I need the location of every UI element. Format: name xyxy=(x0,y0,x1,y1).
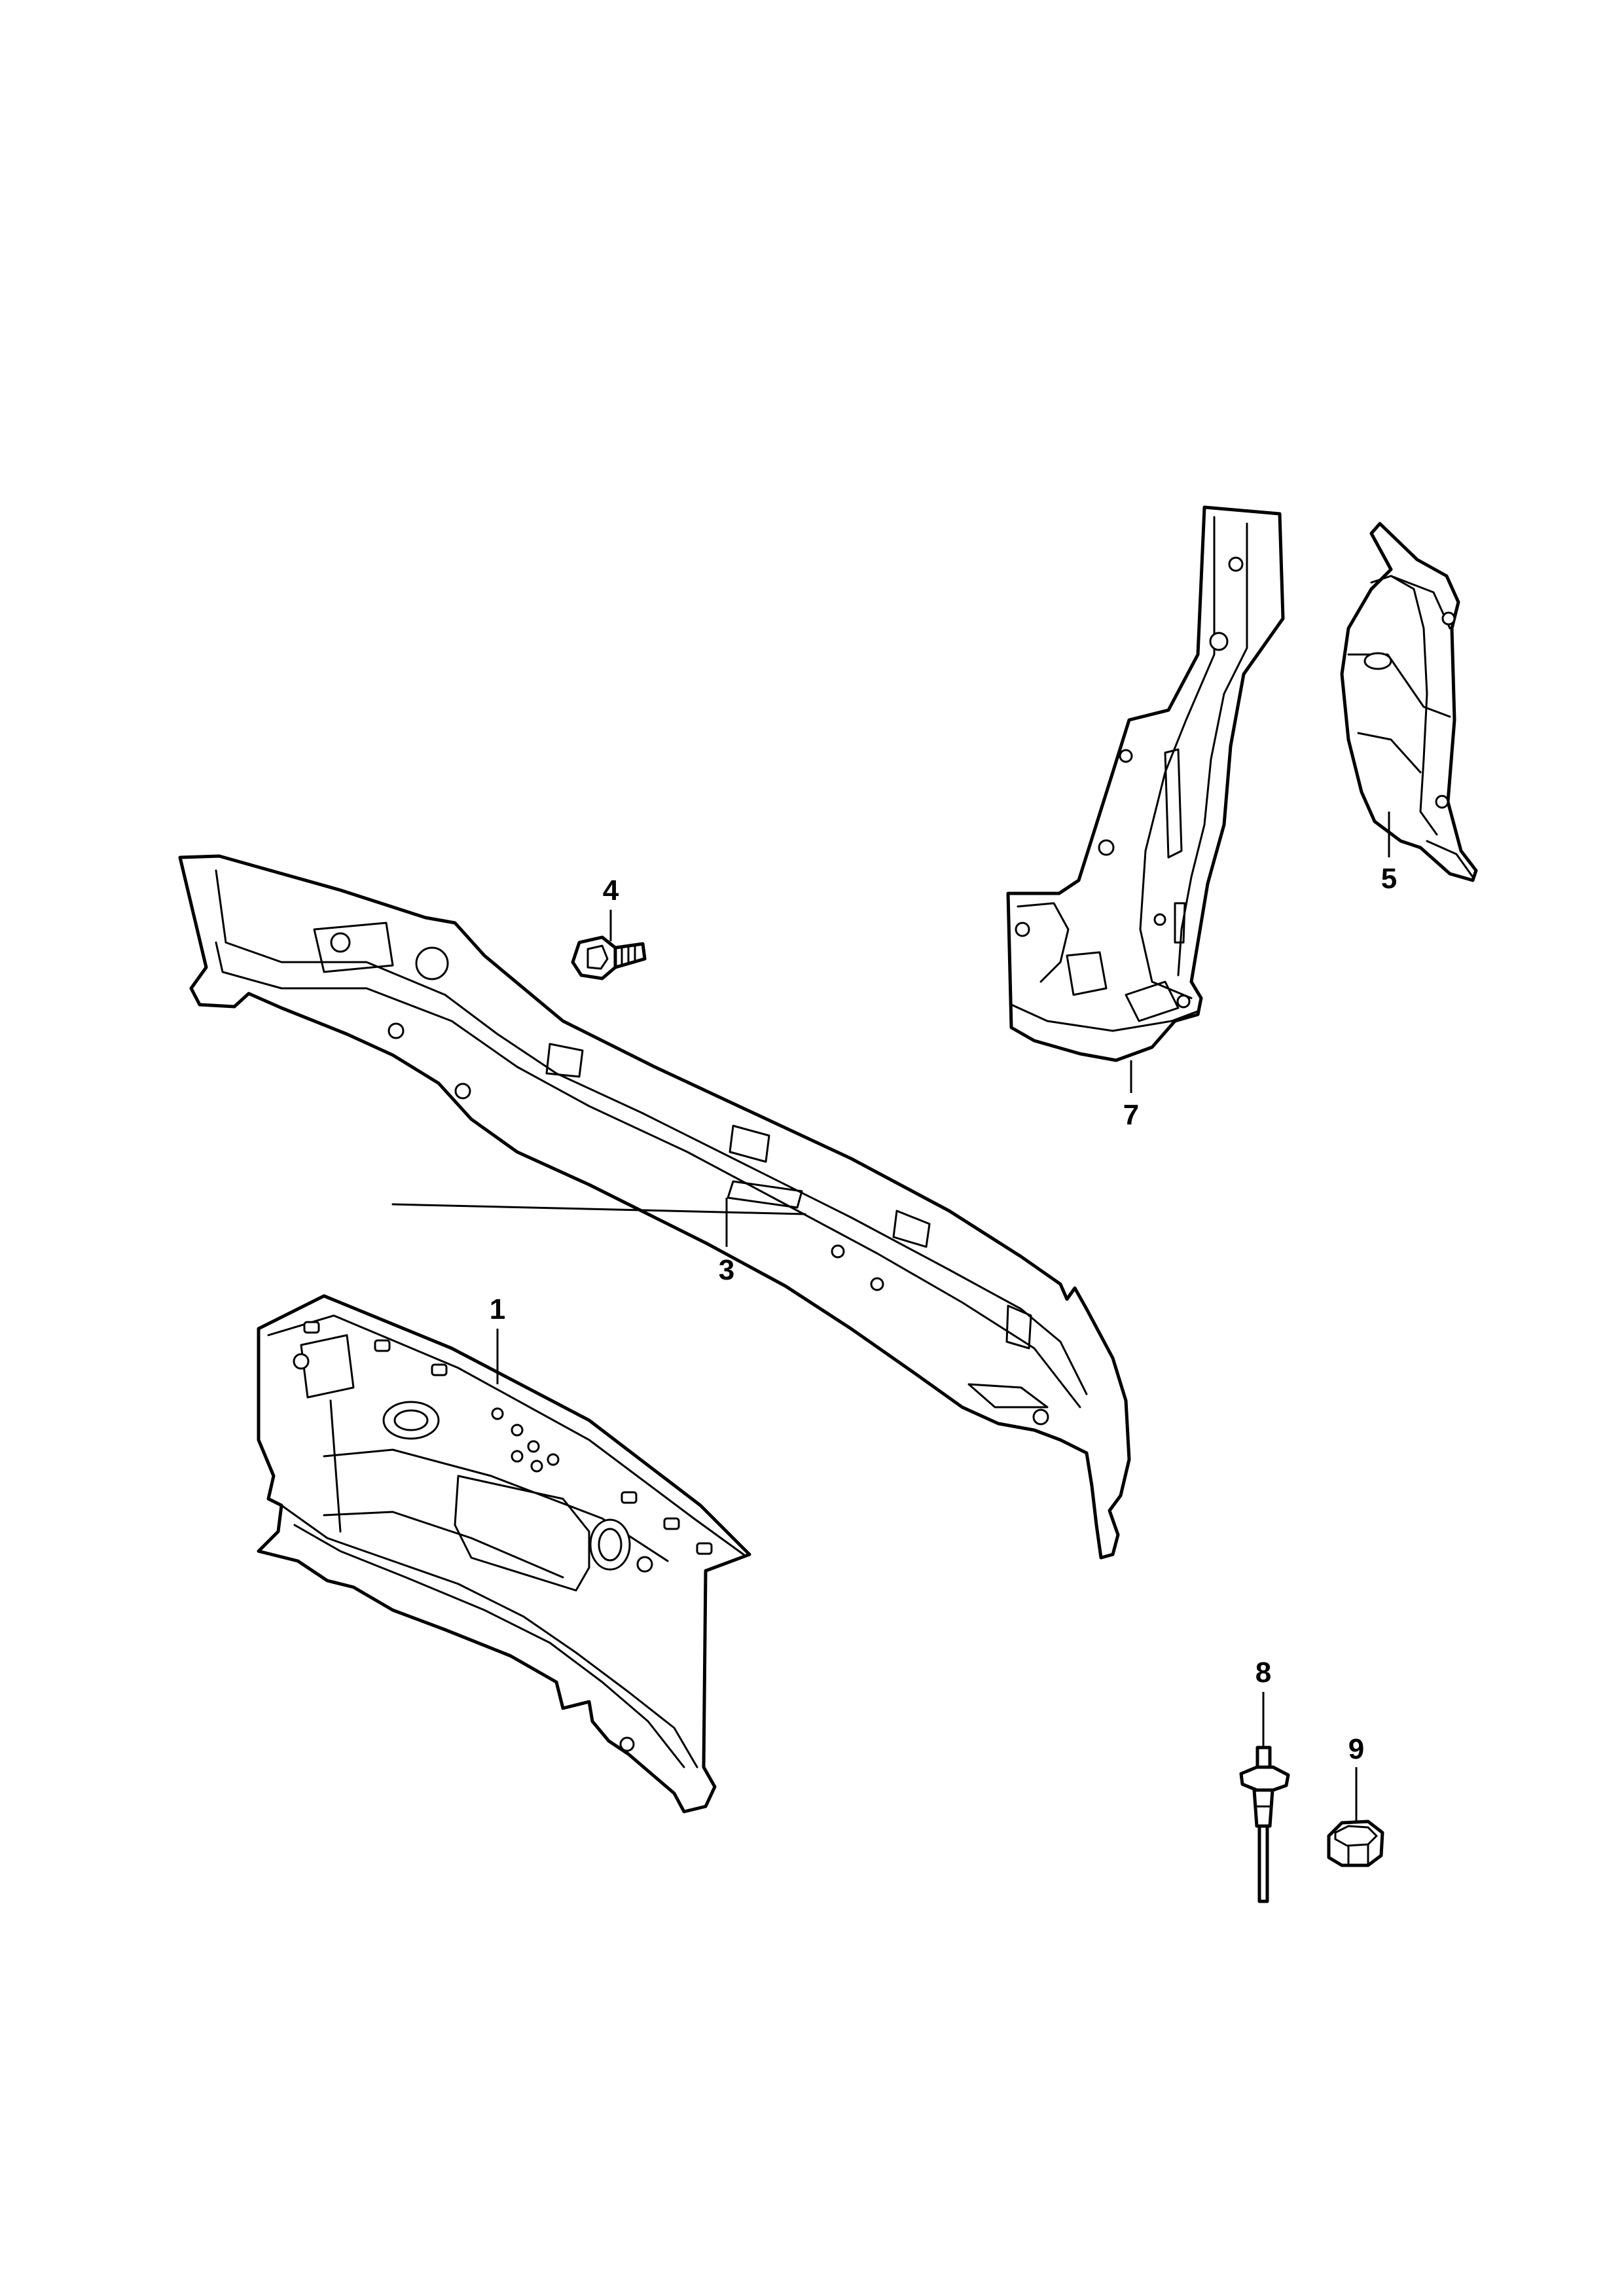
part-rivet xyxy=(1239,1746,1290,1903)
callout-5: 5 xyxy=(1381,863,1397,895)
part-rear-crossmember xyxy=(178,854,1131,1560)
part-rear-panel xyxy=(257,1294,751,1814)
callout-labels: 1 3 4 5 7 8 9 xyxy=(490,863,1397,1765)
callout-1: 1 xyxy=(490,1293,505,1325)
callout-4: 4 xyxy=(603,874,619,906)
part-side-pillar-reinforcement xyxy=(1006,505,1285,1062)
part-flange-bolt xyxy=(571,935,647,980)
part-flange-nut xyxy=(1327,1820,1384,1867)
part-corner-bracket xyxy=(1340,522,1478,882)
callout-7: 7 xyxy=(1123,1099,1139,1131)
callout-3: 3 xyxy=(719,1254,734,1286)
callout-8: 8 xyxy=(1255,1657,1271,1689)
leader-lines xyxy=(496,812,1390,1821)
callout-9: 9 xyxy=(1348,1733,1364,1765)
